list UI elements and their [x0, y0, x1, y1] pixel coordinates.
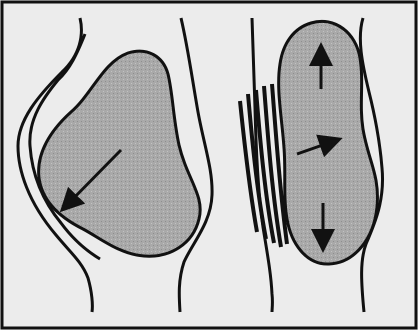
left-panel — [18, 18, 212, 312]
right-panel — [240, 18, 383, 312]
